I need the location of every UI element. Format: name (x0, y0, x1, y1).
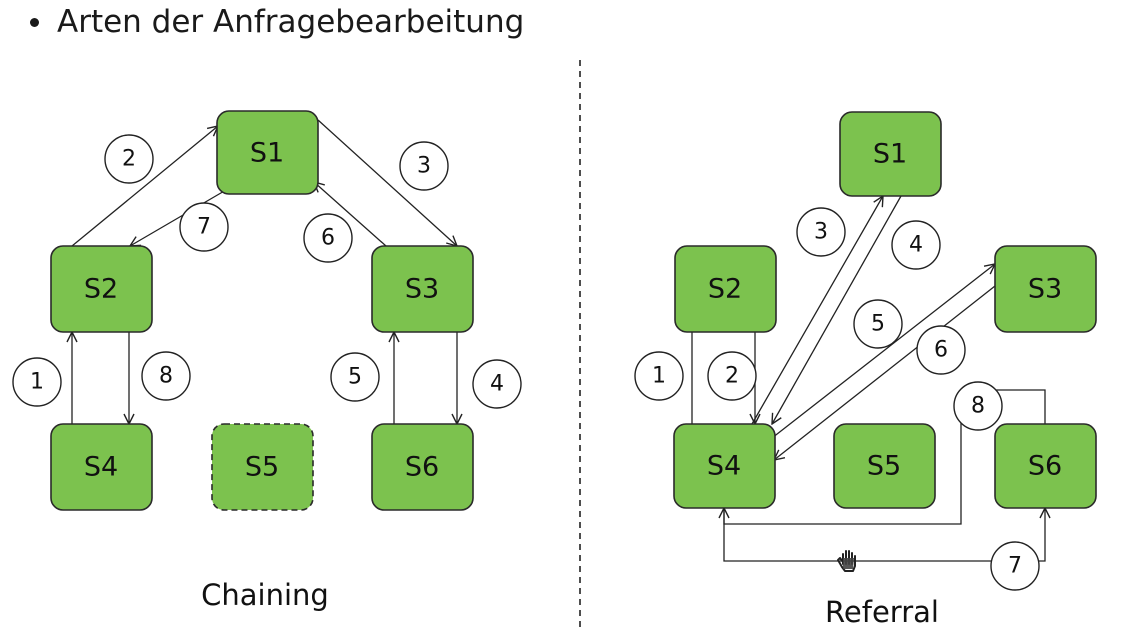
chaining-step-3: 3 (399, 141, 449, 191)
chaining-step-2: 2 (104, 134, 154, 184)
referral-step-5-label: 5 (871, 312, 885, 337)
chaining-step-5-label: 5 (348, 365, 362, 390)
chaining-arrow-2 (71, 126, 218, 247)
chaining-node-s5-label: S5 (245, 452, 279, 483)
referral-step-6-label: 6 (934, 338, 948, 363)
chaining-caption: Chaining (201, 578, 329, 612)
referral-node-s6-label: S6 (1028, 451, 1062, 482)
referral-diagram: S1 S2 S3 S4 S5 S6 1 2 (634, 111, 1097, 629)
referral-step-1-label: 1 (652, 364, 666, 389)
slide-title-row: Arten der Anfragebearbeitung (30, 4, 524, 40)
referral-step-3-label: 3 (814, 220, 828, 245)
referral-step-8: 8 (953, 381, 1003, 431)
referral-caption: Referral (825, 595, 939, 629)
chaining-node-s1: S1 (216, 110, 319, 195)
referral-node-s6: S6 (994, 423, 1097, 509)
chaining-step-7-label: 7 (197, 215, 211, 240)
chaining-step-8-label: 8 (159, 364, 173, 389)
referral-node-s5: S5 (833, 423, 936, 509)
referral-node-s1-label: S1 (873, 139, 907, 170)
chaining-arrow-6 (314, 182, 387, 247)
referral-step-3: 3 (796, 207, 846, 257)
referral-step-2-label: 2 (725, 364, 739, 389)
chaining-node-s1-label: S1 (250, 138, 284, 169)
chaining-arrow-3 (317, 119, 457, 246)
referral-node-s5-label: S5 (867, 451, 901, 482)
chaining-node-s2-label: S2 (84, 274, 118, 305)
chaining-step-1: 1 (12, 357, 62, 407)
chaining-node-s5: S5 (211, 423, 314, 511)
chaining-node-s6-label: S6 (405, 452, 439, 483)
referral-arrow-3 (751, 196, 883, 425)
referral-step-5: 5 (853, 299, 903, 349)
referral-arrow-8 (724, 389, 1046, 525)
referral-arrow-6 (774, 285, 996, 460)
chaining-step-6-label: 6 (321, 226, 335, 251)
referral-node-s2: S2 (674, 245, 777, 333)
chaining-node-s2: S2 (50, 245, 153, 333)
referral-step-4: 4 (891, 220, 941, 270)
referral-arrow-5 (771, 264, 995, 439)
referral-step-8-label: 8 (971, 394, 985, 419)
chaining-node-s4: S4 (50, 423, 153, 511)
slide-title: Arten der Anfragebearbeitung (57, 4, 525, 40)
referral-node-s3-label: S3 (1028, 274, 1062, 305)
chaining-node-s3: S3 (371, 245, 474, 333)
referral-step-1: 1 (634, 351, 684, 401)
chaining-step-2-label: 2 (122, 147, 136, 172)
chaining-step-4-label: 4 (490, 372, 504, 397)
chaining-node-s6: S6 (371, 423, 474, 511)
referral-step-6: 6 (916, 325, 966, 375)
chaining-node-s4-label: S4 (84, 452, 118, 483)
referral-node-s1: S1 (839, 111, 942, 197)
referral-node-s2-label: S2 (708, 274, 742, 305)
chaining-step-1-label: 1 (30, 370, 44, 395)
chaining-step-4: 4 (472, 359, 522, 409)
referral-node-s4: S4 (673, 423, 776, 509)
referral-step-4-label: 4 (909, 233, 923, 258)
referral-arrow-4 (772, 195, 902, 424)
referral-step-7: 7 (990, 541, 1040, 591)
chaining-step-6: 6 (303, 213, 353, 263)
chaining-step-3-label: 3 (417, 154, 431, 179)
referral-step-7-label: 7 (1008, 554, 1022, 579)
chaining-step-8: 8 (141, 351, 191, 401)
hand-cursor-icon (837, 550, 856, 572)
referral-node-s3: S3 (994, 245, 1097, 333)
chaining-step-7: 7 (179, 202, 229, 252)
chaining-diagram: S1 S2 S3 S4 S5 S6 1 2 (12, 110, 522, 612)
chaining-node-s3-label: S3 (405, 274, 439, 305)
referral-arrow-7 (723, 508, 1045, 562)
chaining-step-5: 5 (330, 352, 380, 402)
referral-node-s4-label: S4 (707, 451, 741, 482)
referral-step-2: 2 (707, 351, 757, 401)
chaining-arrow-7 (130, 189, 227, 246)
bullet-icon (30, 17, 39, 27)
